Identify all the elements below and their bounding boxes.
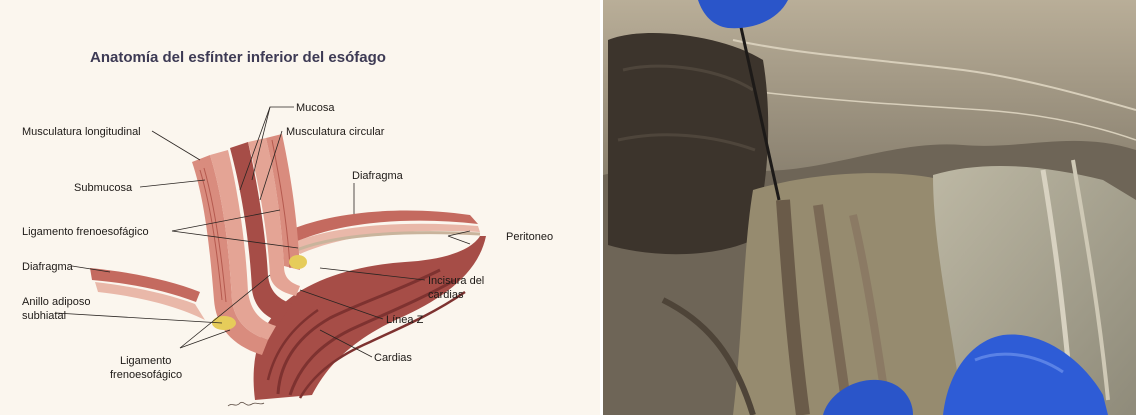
label-ligamento-lower-line1: Ligamento — [120, 355, 171, 367]
label-diafragma-left: Diafragma — [22, 261, 74, 273]
anatomy-drawing: Anatomía del esfínter inferior del esófa… — [0, 0, 600, 415]
label-anillo-line2: subhiatal — [22, 310, 66, 322]
label-incisura-line1: Incisura del — [428, 275, 484, 287]
figure-title: Anatomía del esfínter inferior del esófa… — [90, 49, 386, 66]
label-submucosa: Submucosa — [74, 182, 133, 194]
label-diafragma-right: Diafragma — [352, 170, 404, 182]
dissection-photo — [603, 0, 1136, 415]
label-incisura-line2: cardias — [428, 289, 464, 301]
label-ligamento-upper: Ligamento frenoesofágico — [22, 226, 149, 238]
label-mucosa: Mucosa — [296, 102, 335, 114]
label-cardias: Cardias — [374, 352, 412, 364]
esophageal-sphincter-illustration: Anatomía del esfínter inferior del esófa… — [0, 0, 600, 415]
label-musc-circular: Musculatura circular — [286, 126, 385, 138]
liver-lobe — [608, 33, 768, 254]
label-ligamento-lower-line2: frenoesofágico — [110, 369, 182, 381]
label-anillo-line1: Anillo adiposo — [22, 296, 91, 308]
label-peritoneo: Peritoneo — [506, 231, 553, 243]
label-linea-z: Línea Z — [386, 314, 424, 326]
dissection-drawing — [603, 0, 1136, 415]
fat-pad-upper — [289, 255, 307, 269]
label-musc-longitudinal: Musculatura longitudinal — [22, 126, 141, 138]
